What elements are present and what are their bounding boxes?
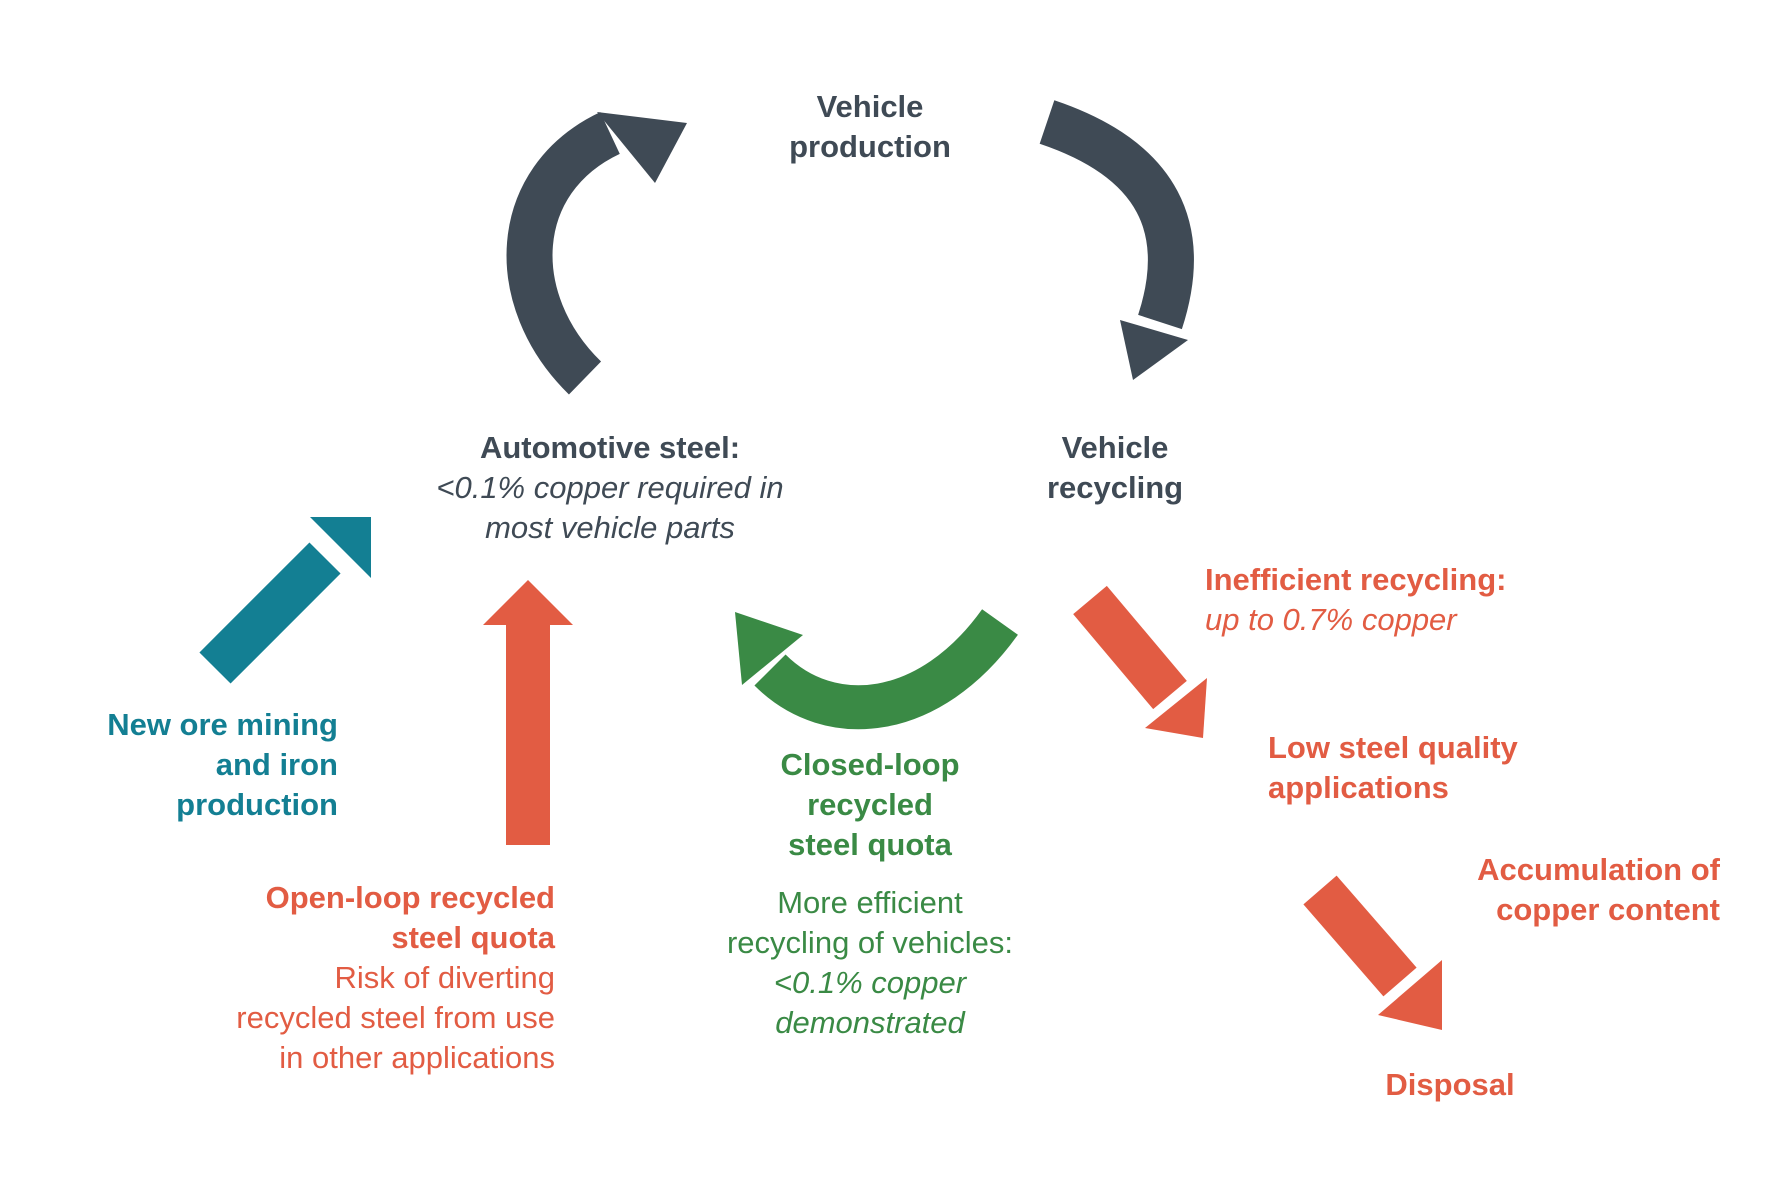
closed-loop-label: Closed-loop recycled steel quota More ef… <box>726 747 1013 1040</box>
arrow-inefficient-recycling <box>1073 585 1207 738</box>
arrow-steel-to-production <box>506 112 687 395</box>
arrow-production-to-recycling <box>1039 100 1194 380</box>
arrow-to-disposal <box>1303 875 1442 1030</box>
arrow-open-loop <box>483 580 573 845</box>
automotive-steel-label: Automotive steel: <0.1% copper required … <box>436 430 784 545</box>
new-ore-label: New ore mining and iron production <box>107 707 338 822</box>
arrow-closed-loop <box>735 608 1018 730</box>
inefficient-recycling-label: Inefficient recycling: up to 0.7% copper <box>1205 562 1507 637</box>
low-quality-label: Low steel quality applications <box>1268 730 1518 805</box>
vehicle-production-label: Vehicle production <box>789 89 951 164</box>
open-loop-label: Open-loop recycled steel quota Risk of d… <box>236 880 555 1075</box>
vehicle-recycling-label: Vehicle recycling <box>1046 430 1184 505</box>
disposal-label: Disposal <box>1385 1067 1515 1102</box>
arrow-new-ore <box>199 517 371 684</box>
accumulation-label: Accumulation of copper content <box>1477 852 1720 927</box>
